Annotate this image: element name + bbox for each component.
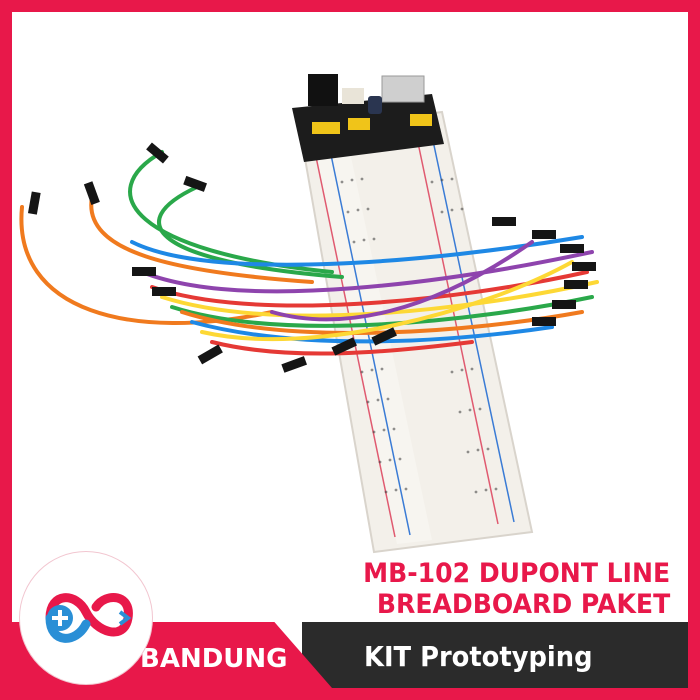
product-title-line-2: BREADBOARD PAKET: [376, 589, 670, 620]
product-title: MB-102 DUPONT LINE BREADBOARD PAKET: [363, 558, 670, 620]
wire-pins-illustration: [27, 142, 596, 373]
product-photo: [19, 74, 599, 554]
category-label: KIT Prototyping: [364, 640, 593, 673]
bottom-banner-dark: [302, 622, 688, 688]
infinity-plus-logo-icon: [45, 593, 133, 643]
store-logo: [20, 552, 152, 684]
city-label: BANDUNG: [140, 644, 288, 674]
power-module-illustration: [292, 74, 444, 162]
product-title-line-1: MB-102 DUPONT LINE: [362, 558, 670, 589]
